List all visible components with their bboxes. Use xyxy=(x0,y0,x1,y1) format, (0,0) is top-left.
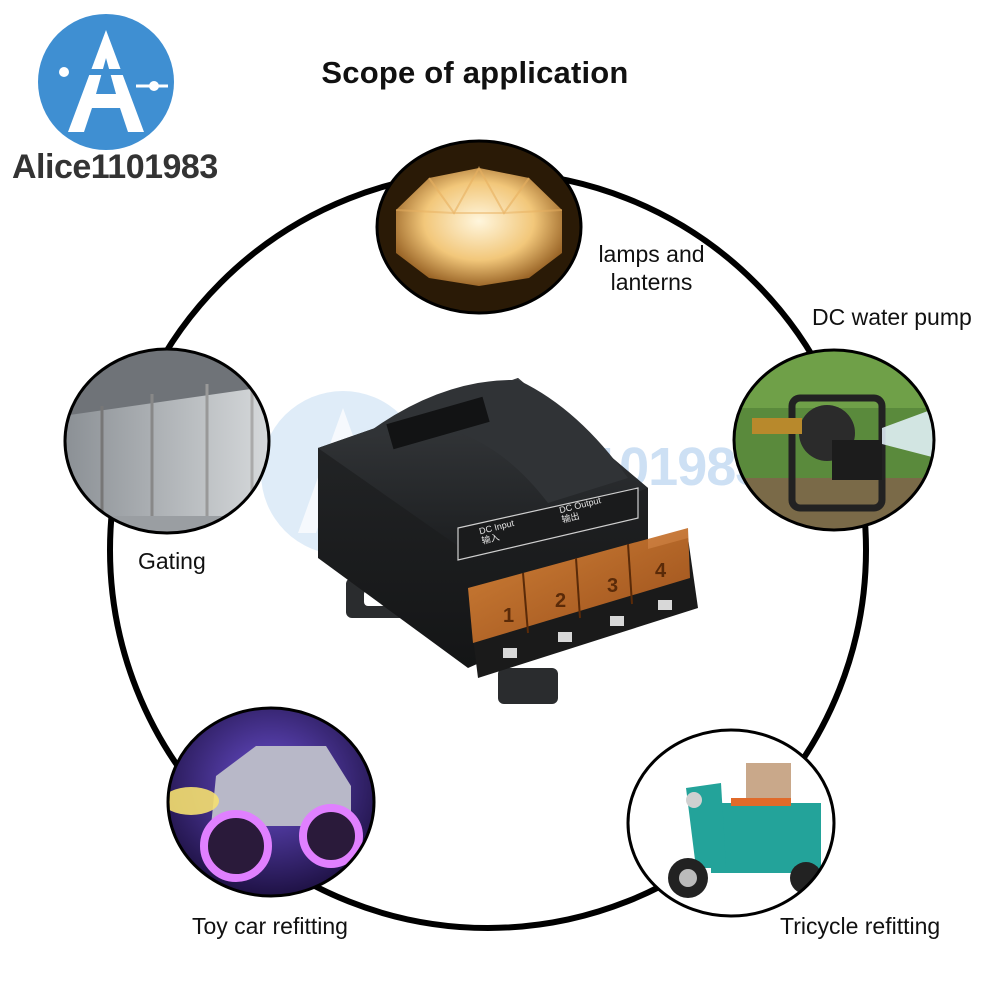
terminal-4: 4 xyxy=(655,560,667,582)
relay-module-image xyxy=(318,378,698,704)
label-tricycle: Tricycle refitting xyxy=(780,913,941,939)
logo-text: Alice1101983 xyxy=(12,148,218,186)
label-lamps-line2: lanterns xyxy=(610,269,693,295)
terminal-1: 1 xyxy=(503,605,515,627)
label-pump: DC water pump xyxy=(812,304,972,330)
tricycle-image xyxy=(626,728,836,918)
gating-image xyxy=(63,347,271,535)
label-lamps: lamps and lanterns xyxy=(594,240,709,296)
label-lamps-line1: lamps and xyxy=(598,241,705,267)
page-title: Scope of application xyxy=(321,55,629,90)
terminal-3: 3 xyxy=(607,575,619,597)
logo-icon xyxy=(38,14,174,150)
label-gating: Gating xyxy=(138,548,206,574)
terminal-2: 2 xyxy=(555,590,567,612)
water-pump-image xyxy=(732,348,936,532)
lamp-image xyxy=(375,139,583,315)
toy-car-image xyxy=(166,706,376,898)
label-toy-car: Toy car refitting xyxy=(192,913,348,939)
